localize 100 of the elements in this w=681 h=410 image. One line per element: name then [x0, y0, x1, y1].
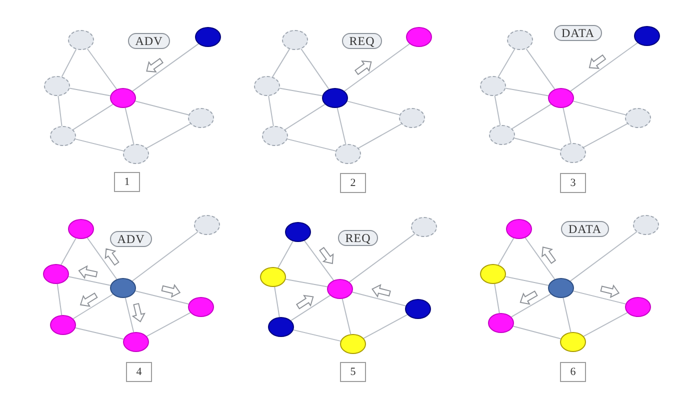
link-line — [494, 95, 501, 126]
link-line — [583, 312, 628, 337]
link-line — [134, 100, 190, 116]
message-tag: DATA — [554, 25, 602, 41]
link-line — [570, 42, 638, 92]
network-node — [327, 279, 353, 299]
network-node — [548, 278, 574, 298]
network-node — [322, 88, 348, 108]
network-node — [489, 125, 515, 145]
network-node — [560, 332, 586, 352]
link-line — [562, 297, 572, 333]
network-node — [625, 297, 651, 317]
message-arrow — [296, 294, 314, 310]
link-line — [358, 123, 402, 149]
message-arrow — [146, 58, 164, 73]
network-node — [480, 264, 506, 284]
network-node — [633, 215, 659, 235]
network-node — [188, 108, 214, 128]
message-arrow — [588, 54, 606, 69]
network-node — [268, 317, 294, 337]
network-node — [188, 297, 214, 317]
message-arrow — [161, 284, 181, 298]
message-tag: ADV — [128, 33, 170, 49]
network-node — [50, 126, 76, 146]
panel-number: 2 — [340, 173, 366, 193]
link-line — [498, 238, 514, 266]
network-node — [110, 278, 136, 298]
network-node — [44, 76, 70, 96]
link-line — [74, 138, 124, 152]
network-node — [260, 267, 286, 287]
panel-number: 4 — [126, 362, 152, 382]
link-line — [279, 88, 323, 96]
link-line — [56, 283, 62, 316]
message-arrow — [520, 290, 538, 305]
message-arrow — [542, 246, 556, 264]
link-line — [146, 312, 191, 337]
link-line — [274, 286, 280, 318]
link-line — [124, 107, 134, 145]
network-node — [123, 144, 149, 164]
network-node — [282, 30, 308, 50]
network-node — [405, 299, 431, 319]
link-line — [61, 48, 77, 78]
message-arrow — [600, 284, 620, 298]
link-line — [494, 283, 500, 314]
message-arrow — [80, 292, 98, 307]
link-line — [300, 48, 330, 90]
message-arrow — [104, 248, 120, 266]
link-line — [124, 297, 134, 333]
link-line — [86, 237, 118, 280]
link-line — [526, 48, 556, 90]
network-node — [50, 315, 76, 335]
network-node — [194, 215, 220, 235]
network-node — [285, 222, 311, 242]
link-line — [342, 298, 352, 335]
link-line — [72, 294, 114, 320]
network-node — [399, 108, 425, 128]
link-line — [285, 278, 328, 288]
network-node — [43, 264, 69, 284]
link-line — [583, 123, 628, 148]
link-line — [132, 43, 199, 92]
link-line — [68, 276, 111, 286]
link-line — [346, 100, 400, 116]
link-line — [498, 48, 516, 78]
network-node — [195, 27, 221, 47]
link-line — [290, 294, 331, 322]
link-line — [363, 314, 408, 339]
link-line — [572, 100, 626, 116]
network-node — [480, 76, 506, 96]
link-line — [72, 104, 114, 130]
network-node — [411, 217, 437, 237]
link-line — [60, 238, 76, 266]
link-line — [512, 104, 552, 130]
message-arrow — [319, 246, 334, 264]
link-line — [58, 95, 62, 127]
link-line — [505, 88, 549, 96]
link-line — [505, 276, 549, 286]
message-tag: REQ — [338, 230, 378, 246]
network-node — [506, 219, 532, 239]
link-line — [570, 231, 638, 282]
network-node — [634, 26, 660, 46]
network-node — [340, 334, 366, 354]
link-line — [336, 107, 346, 145]
network-node — [254, 76, 280, 96]
network-node — [262, 126, 288, 146]
link-line — [514, 138, 562, 150]
link-line — [286, 138, 336, 152]
network-node — [335, 144, 361, 164]
link-line — [272, 48, 290, 78]
link-line — [512, 326, 562, 340]
link-line — [524, 237, 556, 280]
message-tag: DATA — [561, 221, 609, 237]
link-line — [278, 240, 294, 268]
network-node — [548, 88, 574, 108]
link-line — [134, 290, 190, 304]
message-arrow — [132, 302, 146, 322]
link-line — [132, 231, 198, 282]
link-line — [146, 123, 191, 149]
network-node — [68, 30, 94, 50]
network-node — [625, 108, 651, 128]
link-line — [284, 104, 326, 130]
